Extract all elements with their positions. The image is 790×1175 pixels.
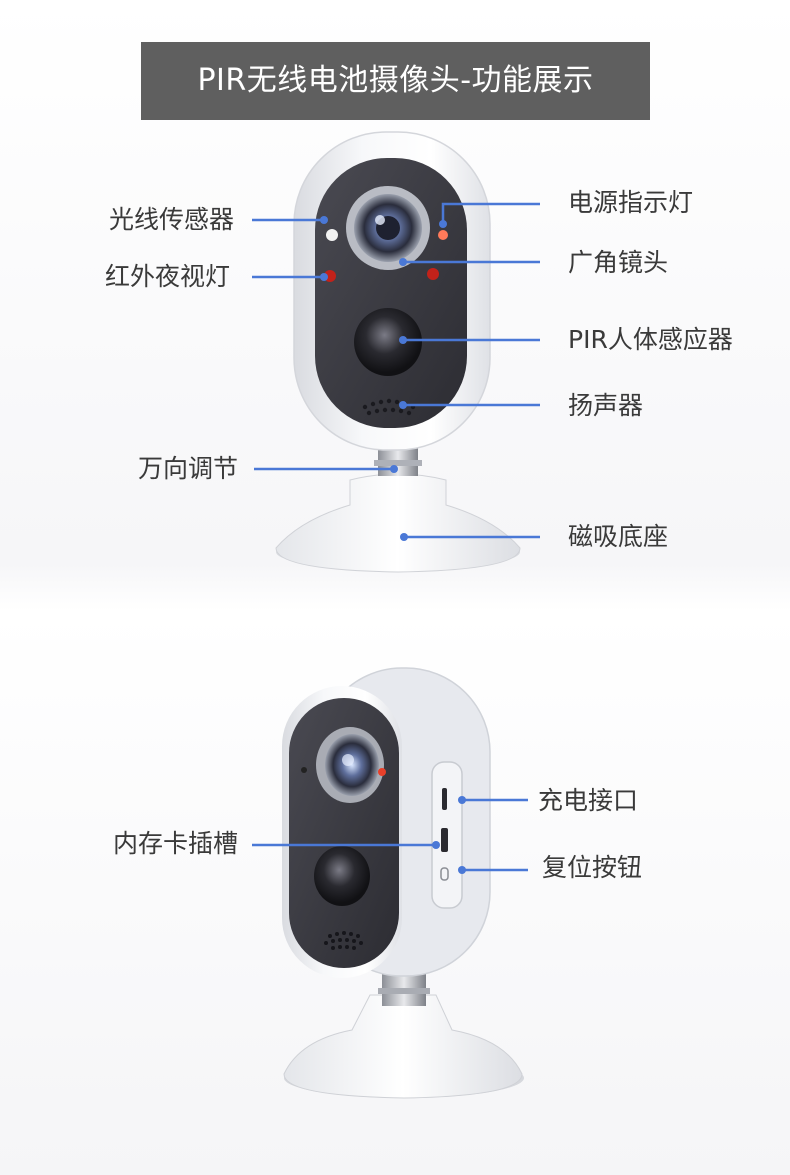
side-magnetic-base [283,994,523,1099]
reset-button-icon [440,867,449,881]
side-camera-illustration [282,667,524,1099]
top-magnetic-base [275,473,521,573]
callout-line-power-indicator [441,202,540,224]
side-indicator-icon [378,768,386,776]
label-speaker: 扬声器 [568,391,644,420]
callout-lines [252,202,540,874]
label-memory-card-slot: 内存卡插槽 [112,829,238,858]
top-camera-illustration [275,131,521,573]
side-speaker-grille-icon [324,931,363,950]
label-ir-night-light: 红外夜视灯 [104,262,230,291]
label-charging-port: 充电接口 [538,786,639,815]
power-indicator-icon [438,230,448,240]
page-title: PIR无线电池摄像头-功能展示 [141,42,650,120]
side-lens-icon [325,734,379,796]
label-reset-button: 复位按钮 [542,853,643,882]
ir-led-right-icon [427,268,439,280]
label-magnetic-base: 磁吸底座 [568,522,669,551]
pir-sensor-icon [354,308,422,376]
light-sensor-icon [326,229,338,241]
label-pan-tilt: 万向调节 [137,454,238,483]
label-pir-sensor: PIR人体感应器 [568,325,733,354]
label-power-indicator: 电源指示灯 [568,188,694,217]
charging-port-icon [442,788,447,810]
label-wide-angle-lens: 广角镜头 [568,248,669,277]
label-light-sensor: 光线传感器 [108,205,234,234]
side-pir-sensor-icon [314,846,370,906]
memory-card-slot-icon [441,828,448,852]
